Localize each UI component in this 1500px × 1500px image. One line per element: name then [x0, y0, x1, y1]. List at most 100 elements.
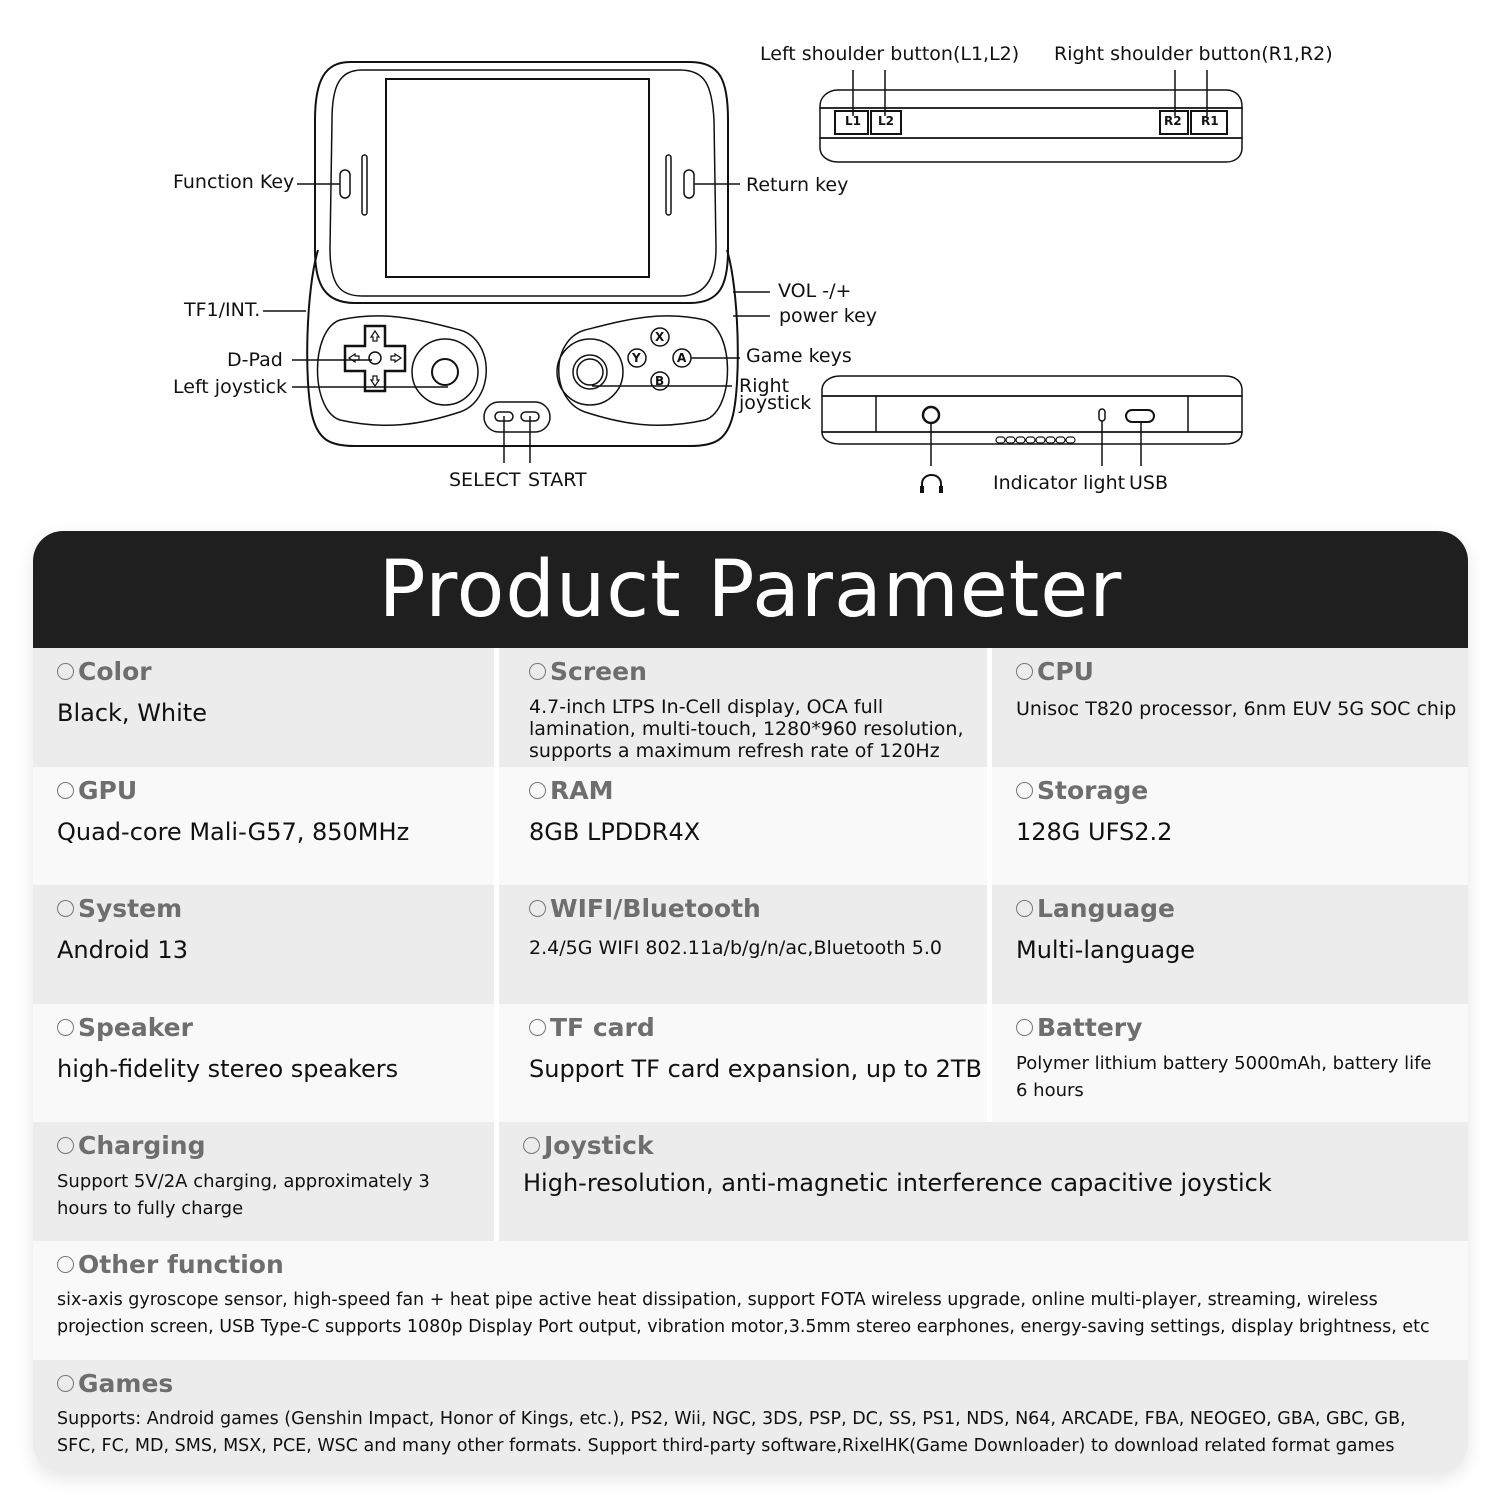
param-value: Support TF card expansion, up to 2TB — [529, 1055, 983, 1083]
param-value: 128G UFS2.2 — [1016, 818, 1173, 846]
product-parameter-card: Product Parameter Color Black, White Scr… — [33, 531, 1468, 1473]
param-other-function: Other function six-axis gyroscope sensor… — [33, 1241, 1468, 1360]
tf1-int-label: TF1/INT. — [184, 299, 261, 321]
d-pad-label: D-Pad — [227, 349, 283, 371]
param-label: Joystick — [544, 1130, 654, 1160]
param-label: Screen — [550, 656, 647, 686]
param-label: Language — [1037, 893, 1176, 923]
param-wifi-bluetooth: WIFI/Bluetooth 2.4/5G WIFI 802.11a/b/g/n… — [499, 885, 987, 1004]
button-x-label: X — [655, 330, 665, 344]
circle-bullet-icon — [57, 1255, 74, 1273]
param-label: Battery — [1037, 1012, 1143, 1042]
circle-bullet-icon — [529, 662, 546, 680]
param-value: six-axis gyroscope sensor, high-speed fa… — [57, 1290, 1430, 1337]
circle-bullet-icon — [1016, 1018, 1033, 1036]
game-keys-label: Game keys — [746, 345, 852, 367]
page-title: Product Parameter — [378, 544, 1123, 635]
param-value: Quad-core Mali-G57, 850MHz — [57, 818, 410, 846]
param-color: Color Black, White — [33, 648, 494, 767]
param-value: Polymer lithium battery 5000mAh, battery… — [1016, 1053, 1432, 1101]
param-label: Storage — [1037, 775, 1149, 805]
param-label: Games — [78, 1368, 174, 1398]
param-label: CPU — [1037, 656, 1094, 686]
param-ram: RAM 8GB LPDDR4X — [499, 767, 987, 885]
circle-bullet-icon — [57, 1374, 74, 1392]
circle-bullet-icon — [529, 1018, 546, 1036]
param-cpu: CPU Unisoc T820 processor, 6nm EUV 5G SO… — [992, 648, 1468, 767]
param-value: 2.4/5G WIFI 802.11a/b/g/n/ac,Bluetooth 5… — [529, 937, 942, 959]
param-charging: Charging Support 5V/2A charging, approxi… — [33, 1122, 494, 1241]
button-y-label: Y — [632, 351, 641, 365]
circle-bullet-icon — [57, 899, 74, 917]
vol-label: VOL -/+ — [778, 280, 852, 302]
function-key-label: Function Key — [173, 171, 295, 193]
param-language: Language Multi-language — [992, 885, 1468, 1004]
circle-bullet-icon — [1016, 899, 1033, 917]
param-label: Other function — [78, 1249, 284, 1279]
top-view — [819, 70, 1243, 163]
param-row-5: Charging Support 5V/2A charging, approxi… — [33, 1122, 1468, 1241]
param-speaker: Speaker high-fidelity stereo speakers — [33, 1004, 494, 1122]
param-value: Support 5V/2A charging, approximately 3 … — [57, 1171, 430, 1219]
param-games: Games Supports: Android games (Genshin I… — [33, 1360, 1468, 1473]
param-row-1: Color Black, White Screen 4.7-inch LTPS … — [33, 648, 1468, 767]
power-key-label: power key — [779, 305, 878, 327]
param-label: RAM — [550, 775, 614, 805]
param-value: 4.7-inch LTPS In-Cell display, OCA full … — [529, 696, 964, 762]
param-label: Charging — [78, 1130, 206, 1160]
param-row-4: Speaker high-fidelity stereo speakers TF… — [33, 1004, 1468, 1122]
param-label: TF card — [550, 1012, 655, 1042]
select-label: SELECT — [449, 469, 521, 491]
param-row-3: System Android 13 WIFI/Bluetooth 2.4/5G … — [33, 885, 1468, 1004]
button-b-label: B — [655, 374, 665, 388]
headphone-icon — [921, 474, 942, 492]
param-value: high-fidelity stereo speakers — [57, 1055, 399, 1083]
param-battery: Battery Polymer lithium battery 5000mAh,… — [992, 1004, 1468, 1122]
right-shoulder-label: Right shoulder button(R1,R2) — [1054, 43, 1333, 65]
usb-label: USB — [1129, 472, 1169, 494]
param-value: Android 13 — [57, 936, 188, 964]
circle-bullet-icon — [57, 1018, 74, 1036]
r1-label: R1 — [1201, 114, 1219, 128]
circle-bullet-icon — [529, 899, 546, 917]
right-joystick-line1: Right — [739, 375, 790, 397]
param-label: Speaker — [78, 1012, 193, 1042]
circle-bullet-icon — [529, 781, 546, 799]
param-gpu: GPU Quad-core Mali-G57, 850MHz — [33, 767, 494, 885]
card-header: Product Parameter — [33, 531, 1468, 648]
param-label: Color — [78, 656, 152, 686]
param-screen: Screen 4.7-inch LTPS In-Cell display, OC… — [499, 648, 987, 767]
r2-label: R2 — [1164, 114, 1182, 128]
param-label: GPU — [78, 775, 138, 805]
circle-bullet-icon — [523, 1136, 540, 1154]
param-row-6: Other function six-axis gyroscope sensor… — [33, 1241, 1468, 1360]
left-shoulder-label: Left shoulder button(L1,L2) — [760, 43, 1020, 65]
left-joystick-label: Left joystick — [173, 376, 288, 398]
device-line-drawing — [263, 61, 1243, 493]
param-storage: Storage 128G UFS2.2 — [992, 767, 1468, 885]
circle-bullet-icon — [57, 662, 74, 680]
circle-bullet-icon — [1016, 781, 1033, 799]
bottom-view — [821, 375, 1243, 493]
button-a-label: A — [677, 351, 687, 365]
param-value: 8GB LPDDR4X — [529, 818, 701, 846]
device-diagram: X Y A B L1 L2 R2 R1 Function Key Return … — [0, 0, 1500, 510]
circle-bullet-icon — [57, 781, 74, 799]
right-joystick-line2: joystick — [739, 392, 812, 414]
circle-bullet-icon — [57, 1136, 74, 1154]
param-label: System — [78, 893, 183, 923]
param-system: System Android 13 — [33, 885, 494, 1004]
param-joystick: Joystick High-resolution, anti-magnetic … — [499, 1122, 1468, 1241]
param-value: Supports: Android games (Genshin Impact,… — [57, 1409, 1406, 1456]
front-view — [263, 61, 770, 463]
param-value: Black, White — [57, 699, 207, 727]
start-label: START — [528, 469, 587, 491]
param-value: Multi-language — [1016, 936, 1196, 964]
param-value: Unisoc T820 processor, 6nm EUV 5G SOC ch… — [1016, 698, 1457, 720]
indicator-light-label: Indicator light — [993, 472, 1126, 494]
return-key-label: Return key — [746, 174, 849, 196]
param-row-2: GPU Quad-core Mali-G57, 850MHz RAM 8GB L… — [33, 767, 1468, 885]
param-value: High-resolution, anti-magnetic interfere… — [523, 1169, 1272, 1197]
l2-label: L2 — [878, 114, 894, 128]
